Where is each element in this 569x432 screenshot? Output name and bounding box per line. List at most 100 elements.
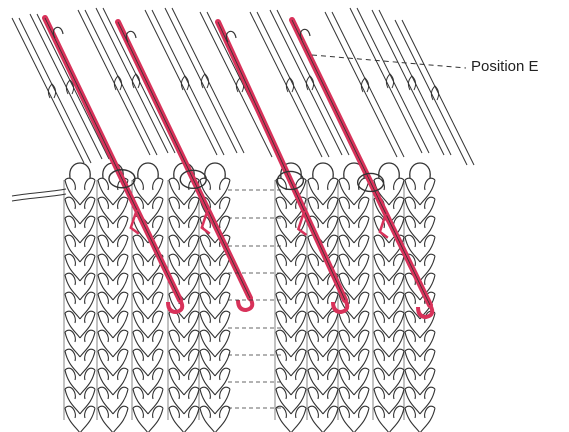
knit-stitch xyxy=(276,387,306,414)
knit-stitch xyxy=(65,387,95,414)
knit-stitch xyxy=(200,292,230,319)
knit-stitch xyxy=(65,178,95,205)
knit-stitch xyxy=(133,178,163,205)
knit-stitch xyxy=(308,387,338,414)
knit-stitch xyxy=(98,387,128,414)
knit-stitch xyxy=(374,349,404,376)
knit-stitch xyxy=(276,235,306,262)
wale-column xyxy=(307,163,338,432)
knit-stitch xyxy=(200,406,230,432)
knit-stitch xyxy=(133,273,163,300)
top-loop xyxy=(70,163,90,178)
knit-stitch xyxy=(133,330,163,357)
knit-stitch xyxy=(339,197,369,224)
needle-outline xyxy=(218,22,345,300)
knit-stitch xyxy=(169,216,199,243)
knit-stitch xyxy=(374,311,404,338)
background-needles xyxy=(12,8,474,165)
needle-latch xyxy=(386,74,393,88)
knit-stitch xyxy=(65,330,95,357)
knit-stitch xyxy=(169,349,199,376)
knit-stitch xyxy=(65,406,95,432)
knit-stitch xyxy=(169,197,199,224)
knit-stitch xyxy=(339,387,369,414)
knit-stitch xyxy=(374,273,404,300)
knit-stitch xyxy=(98,311,128,338)
knit-stitch xyxy=(308,330,338,357)
yarn-end xyxy=(12,189,66,201)
needle-latch xyxy=(181,76,188,90)
knit-stitch xyxy=(169,254,199,281)
knit-stitch xyxy=(169,368,199,395)
knit-stitch xyxy=(339,368,369,395)
knit-stitch xyxy=(405,406,435,432)
knit-stitch xyxy=(276,406,306,432)
knit-stitch xyxy=(65,235,95,262)
top-loop xyxy=(379,163,399,178)
knit-stitch xyxy=(200,254,230,281)
needle-latch xyxy=(286,78,293,92)
wale-column xyxy=(97,163,128,432)
knit-stitch xyxy=(65,311,95,338)
knit-stitch xyxy=(339,311,369,338)
needle-latch xyxy=(48,84,55,98)
needle-hook xyxy=(168,300,182,312)
knit-stitch xyxy=(405,216,435,243)
latch-needle-icon xyxy=(118,22,252,310)
knit-stitch xyxy=(374,254,404,281)
knit-stitch xyxy=(276,349,306,376)
background-needle xyxy=(96,8,175,153)
needle-latch xyxy=(361,78,368,92)
needle-latch xyxy=(132,74,139,88)
background-needle xyxy=(165,8,244,153)
knit-stitch xyxy=(339,330,369,357)
knit-stitch xyxy=(308,368,338,395)
knit-stitch xyxy=(65,216,95,243)
position-e-label: Position E xyxy=(471,58,539,75)
knit-stitch xyxy=(339,235,369,262)
knit-stitch xyxy=(169,330,199,357)
knit-stitch xyxy=(276,273,306,300)
knit-stitch xyxy=(308,178,338,205)
knit-stitch xyxy=(374,368,404,395)
knit-stitch xyxy=(133,349,163,376)
knit-stitch xyxy=(133,387,163,414)
knit-stitch xyxy=(276,292,306,319)
knit-stitch xyxy=(374,406,404,432)
wale-column xyxy=(168,163,199,432)
knit-stitch xyxy=(405,197,435,224)
knit-stitch xyxy=(65,349,95,376)
top-loop xyxy=(138,163,158,178)
position-e-needles xyxy=(45,18,432,317)
knit-stitch xyxy=(276,311,306,338)
knit-stitch xyxy=(133,311,163,338)
knit-stitch xyxy=(133,292,163,319)
needle-outline xyxy=(292,20,430,305)
fabric-reference-lines xyxy=(228,190,282,408)
knit-stitch xyxy=(308,349,338,376)
knit-stitch xyxy=(339,178,369,205)
knit-stitch xyxy=(98,254,128,281)
background-needle xyxy=(350,8,429,153)
knit-stitch xyxy=(200,311,230,338)
knit-stitch xyxy=(133,368,163,395)
knit-stitch xyxy=(98,273,128,300)
knit-stitch xyxy=(405,330,435,357)
knit-stitch xyxy=(65,273,95,300)
knit-stitch xyxy=(169,235,199,262)
knit-stitch xyxy=(374,330,404,357)
knit-stitch xyxy=(339,254,369,281)
background-needle xyxy=(145,10,224,155)
background-needle xyxy=(325,12,404,157)
needle-latch xyxy=(431,86,438,100)
knit-stitch xyxy=(98,292,128,319)
knit-stitch xyxy=(169,387,199,414)
knit-stitch xyxy=(98,368,128,395)
background-needle xyxy=(372,10,451,155)
knit-stitch xyxy=(98,197,128,224)
knit-stitch xyxy=(405,368,435,395)
knit-stitch xyxy=(200,368,230,395)
knit-stitch xyxy=(405,178,435,205)
knit-stitch xyxy=(98,216,128,243)
knit-stitch xyxy=(65,197,95,224)
